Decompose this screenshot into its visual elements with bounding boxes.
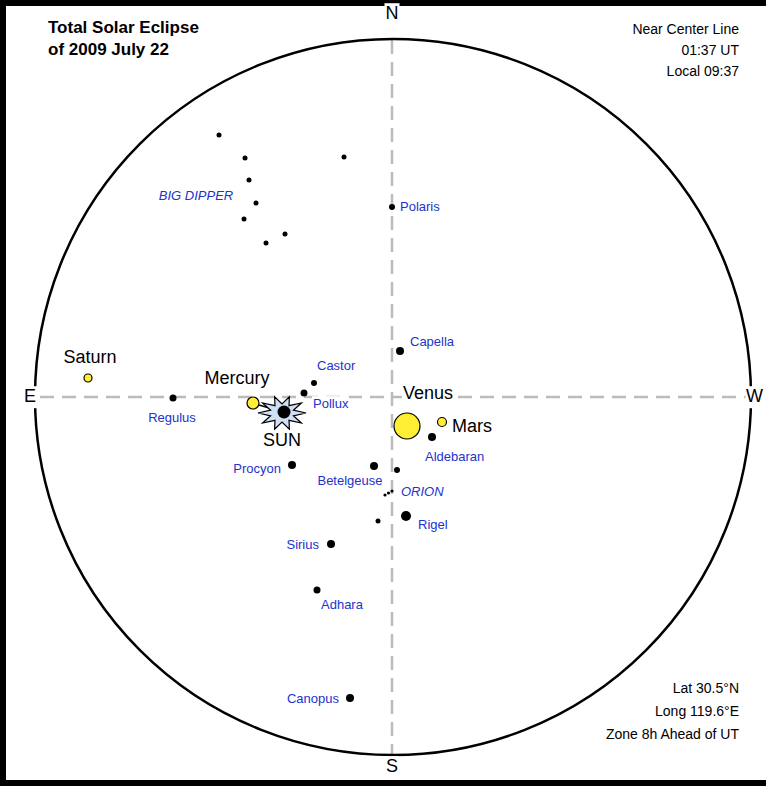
star-label: Aldebaran <box>424 449 485 465</box>
chart-label: Long 119.6°E <box>654 703 740 720</box>
stars <box>170 133 437 703</box>
star-label: Betelgeuse <box>316 473 383 489</box>
star-label: BIG DIPPER <box>158 188 234 204</box>
star-label: Castor <box>316 358 356 374</box>
star-label: Canopus <box>286 691 340 707</box>
chart-label: Local 09:37 <box>666 63 740 80</box>
chart-label: E <box>23 386 37 408</box>
chart-label: Near Center Line <box>631 21 740 38</box>
horizon-axis <box>40 396 746 399</box>
chart-label: Venus <box>402 383 454 405</box>
star-label: Rigel <box>417 517 449 533</box>
chart-label: W <box>745 386 764 408</box>
star-label: Procyon <box>232 461 282 477</box>
chart-label: Zone 8h Ahead of UT <box>605 726 740 743</box>
star-label: Capella <box>409 334 455 350</box>
chart-label: 01:37 UT <box>680 42 740 59</box>
star-label: ORION <box>400 484 445 500</box>
chart-label: N <box>385 3 400 25</box>
chart-label: SUN <box>262 430 302 452</box>
chart-label: Saturn <box>62 347 117 369</box>
sun-disk <box>278 406 291 419</box>
horizon-circle <box>35 39 751 755</box>
star-label: Pollux <box>312 396 349 412</box>
star-label: Adhara <box>320 597 364 613</box>
star-label: Regulus <box>147 410 197 426</box>
chart-label: Mars <box>451 416 493 438</box>
chart-title: Total Solar Eclipse of 2009 July 22 <box>48 17 213 61</box>
star-label: Sirius <box>285 537 320 553</box>
chart-label: S <box>385 756 399 778</box>
sun-corona <box>258 397 306 429</box>
star-label: Polaris <box>399 199 441 215</box>
frame <box>3 3 766 783</box>
chart-label: Mercury <box>203 368 270 390</box>
chart-label: Lat 30.5°N <box>672 680 740 697</box>
